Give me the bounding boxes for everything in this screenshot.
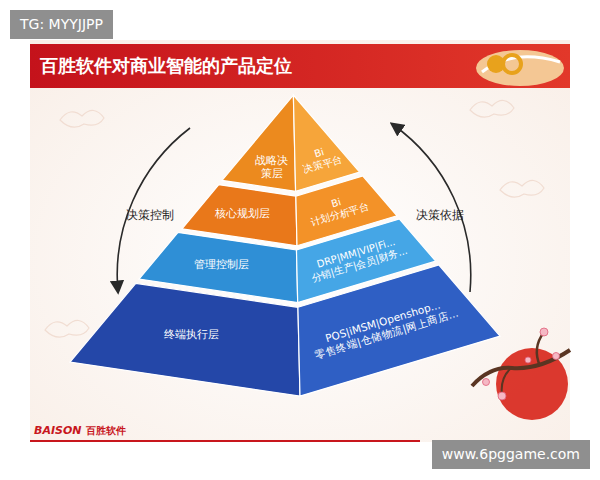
layer-name: 终端执行层 (164, 328, 219, 341)
arrow-label: 决策控制 (126, 208, 174, 222)
brand-logo: BAISON (34, 424, 81, 437)
pyramid-band: 终端执行层POS|iMSM|Openshop...零售终端|仓储物流|网上商店.… (70, 265, 500, 396)
band-left-face (222, 95, 296, 191)
slide-title: 百胜软件对商业智能的产品定位 (40, 54, 292, 78)
layer-name: 战略决策层 (255, 154, 289, 180)
plum-illustration (472, 328, 570, 420)
pyramid-band: 战略决策层Bi 决策平台 (222, 95, 360, 191)
slide-ground (30, 40, 570, 442)
layer-name: 管理控制层 (194, 258, 249, 271)
watermark: www.6pggame.com (432, 440, 590, 469)
band-right-face (293, 95, 359, 191)
title-band (30, 44, 570, 88)
band-left-face (70, 283, 300, 396)
anniversary-logo (476, 50, 564, 86)
band-shape (222, 95, 360, 191)
brand-name: 百胜软件 (86, 425, 126, 437)
watermark: TG: MYYJJPP (10, 10, 113, 39)
band-right-face (298, 265, 500, 396)
arrow-label: 决策依据 (416, 208, 464, 222)
layer-name: 核心规划层 (215, 207, 270, 220)
band-shape (70, 265, 500, 396)
footer-rule (30, 440, 420, 442)
